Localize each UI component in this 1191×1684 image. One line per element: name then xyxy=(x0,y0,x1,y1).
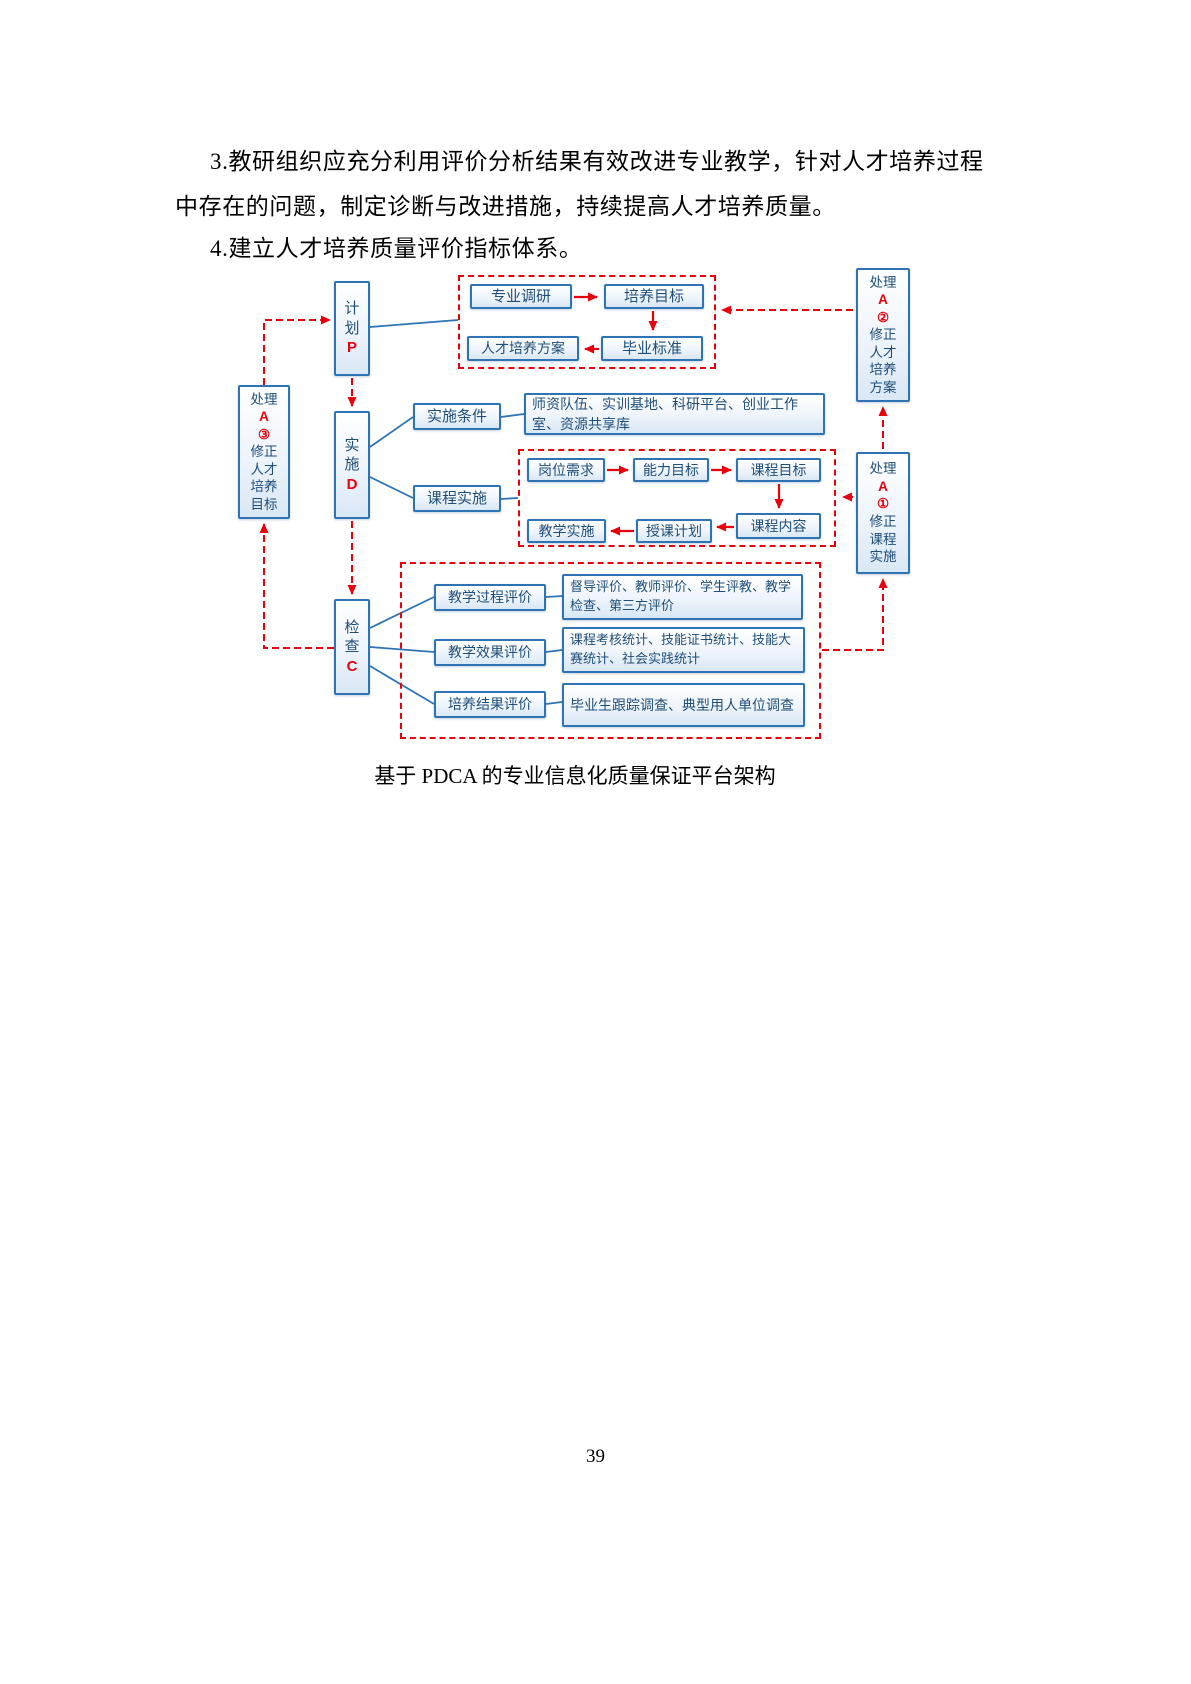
check-to-a3-line xyxy=(259,523,334,649)
eval-dashed-group xyxy=(400,562,821,739)
plan-dashed-group xyxy=(458,275,716,369)
plan-letter: P xyxy=(346,339,357,357)
a1-tail-2: 课程 xyxy=(869,531,897,547)
eval-to-a1-line xyxy=(822,578,888,651)
a2-tail-3: 培养 xyxy=(869,362,897,378)
do-box: 实 施 D xyxy=(334,411,370,519)
post-need-box: 岗位需求 xyxy=(527,458,605,482)
a1-tail-1: 修正 xyxy=(869,514,897,529)
paragraph-3-line-2: 中存在的问题，制定诊断与改进措施，持续提高人才培养质量。 xyxy=(175,194,836,219)
a1-letter: A xyxy=(878,478,888,494)
course-content-box: 课程内容 xyxy=(736,513,821,539)
survey-box: 专业调研 xyxy=(470,284,572,309)
a3-tail-1: 修正 xyxy=(250,444,278,460)
plan-box: 计 划 P xyxy=(334,281,370,376)
check-char-1: 检 xyxy=(344,618,360,636)
effect-eval-detail-box: 课程考核统计、技能证书统计、技能大赛统计、社会实践统计 xyxy=(562,627,805,673)
plan-char-1: 计 xyxy=(344,300,360,318)
a3-to-plan-line xyxy=(263,315,331,385)
a1-head: 处理 xyxy=(869,461,897,477)
a2-tail-1: 修正 xyxy=(869,327,897,343)
paragraph-3-line-1: 3.教研组织应充分利用评价分析结果有效改进专业教学，针对人才培养过程 xyxy=(210,149,984,174)
do-letter: D xyxy=(346,475,358,493)
do-char-2: 施 xyxy=(344,456,360,474)
ability-goal-box: 能力目标 xyxy=(633,458,709,482)
train-goal-box: 培养目标 xyxy=(604,284,704,309)
a3-head: 处理 xyxy=(250,391,278,407)
scheme-box: 人才培养方案 xyxy=(467,336,579,361)
paragraph-4: 4.建立人才培养质量评价指标体系。 xyxy=(210,236,583,261)
resources-box: 师资队伍、实训基地、科研平台、创业工作室、资源共享库 xyxy=(524,393,825,435)
act-a1-box: 处理 A ① 修正 课程 实施 xyxy=(856,452,910,574)
a3-letter: A xyxy=(259,409,269,425)
effect-eval-box: 教学效果评价 xyxy=(434,639,546,666)
a3-tail-2: 人才 xyxy=(250,461,278,477)
teach-impl-box: 教学实施 xyxy=(527,519,606,543)
plan-to-topgroup-link xyxy=(369,319,459,328)
process-eval-box: 教学过程评价 xyxy=(434,584,546,611)
do-to-courseimpl-link xyxy=(369,476,414,499)
a3-number: ③ xyxy=(257,426,271,442)
a2-head: 处理 xyxy=(869,274,897,290)
grad-standard-box: 毕业标准 xyxy=(601,336,703,361)
check-box: 检 查 C xyxy=(334,599,370,695)
a1-tail-3: 实施 xyxy=(869,549,897,565)
courseimpl-to-group-link xyxy=(500,497,519,500)
teach-plan-box: 授课计划 xyxy=(636,519,712,543)
act-a2-box: 处理 A ② 修正 人才 培养 方案 xyxy=(856,268,910,402)
a1-number: ① xyxy=(876,496,890,512)
a2-number: ② xyxy=(876,309,890,325)
page-number: 39 xyxy=(586,1446,605,1467)
course-dashed-group xyxy=(518,449,836,547)
course-goal-box: 课程目标 xyxy=(736,458,821,482)
result-eval-box: 培养结果评价 xyxy=(434,691,546,718)
act-a3-box: 处理 A ③ 修正 人才 培养 目标 xyxy=(238,385,290,519)
plan-char-2: 划 xyxy=(344,319,360,337)
result-eval-detail-box: 毕业生跟踪调查、典型用人单位调查 xyxy=(562,683,805,727)
condition-to-resources-link xyxy=(500,413,525,418)
check-char-2: 查 xyxy=(344,638,360,656)
do-to-condition-link xyxy=(369,416,414,448)
a2-tail-4: 方案 xyxy=(869,379,897,395)
figure-caption: 基于 PDCA 的专业信息化质量保证平台架构 xyxy=(374,764,776,788)
do-char-1: 实 xyxy=(344,436,360,454)
condition-box: 实施条件 xyxy=(413,403,501,430)
course-impl-box: 课程实施 xyxy=(413,485,501,512)
a3-tail-4: 目标 xyxy=(250,496,278,512)
a2-tail-2: 人才 xyxy=(869,344,897,360)
a3-tail-3: 培养 xyxy=(250,479,278,495)
check-letter: C xyxy=(346,657,358,675)
process-eval-detail-box: 督导评价、教师评价、学生评教、教学检查、第三方评价 xyxy=(562,574,803,620)
a2-letter: A xyxy=(878,292,888,308)
